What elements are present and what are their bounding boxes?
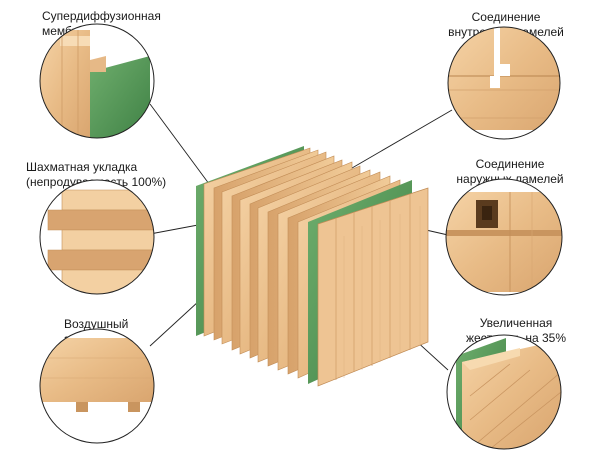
leader-inner-joint bbox=[340, 110, 452, 175]
detail-stiffness bbox=[447, 335, 561, 449]
detail-checker-layout bbox=[40, 180, 154, 294]
panel-stack bbox=[196, 146, 428, 386]
detail-membrane bbox=[40, 24, 154, 140]
detail-air-lock bbox=[40, 329, 154, 443]
detail-inner-joint bbox=[448, 27, 560, 140]
detail-outer-joint bbox=[446, 179, 562, 295]
